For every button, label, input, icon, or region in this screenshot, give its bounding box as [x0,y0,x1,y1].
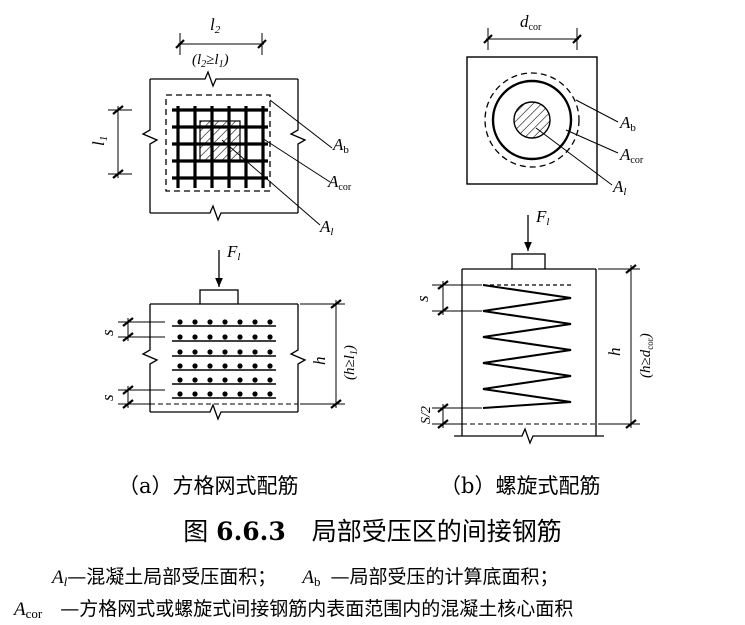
grid-bar-dot [252,391,258,397]
figure-caption: 图 6.6.3 局部受压区的间接钢筋 [0,512,745,548]
grid-bar-dot [267,377,273,383]
grid-bar-dot [222,363,228,369]
label-s-b: s [413,295,432,302]
loaded-area [199,120,241,162]
label-h-cond-b: (h≥dcor) [638,333,655,378]
grid-bar-dot [177,349,183,355]
caption-prefix: 图 [183,517,217,546]
label-Al-a: Al [319,217,333,238]
grid-bar-dot [177,391,183,397]
grid-bar-dot [207,363,213,369]
grid-bar-dot [237,391,243,397]
grid-bar-sections [172,319,276,399]
subcaption-b: （b）螺旋式配筋 [440,474,601,498]
grid-bar-dot [177,377,183,383]
grid-bar-dot [222,319,228,325]
grid-bar-dot [177,363,183,369]
legend-sym-Acor: A [14,599,26,620]
grid-bar-dot [222,377,228,383]
grid-bar-dot [192,349,198,355]
leaders-a [221,99,333,226]
spiral-back-segments [482,284,572,390]
grid-bar-dot [177,319,183,325]
label-dcor: dcor [520,12,542,33]
label-F-b: Fl [535,207,549,228]
grid-bar-dot [237,334,243,340]
label-Ab-a: Ab [332,135,349,156]
label-h-cond-a: (h≥l1) [342,345,360,380]
grid-bar-dot [267,319,273,325]
legend-desc-Al: —混凝土局部受压面积； [67,566,277,588]
grid-bar-dot [207,349,213,355]
label-l2-condition: (l2≥l1) [192,52,229,70]
caption-number: 6.6.3 [216,517,286,546]
label-Acor-a: Acor [327,172,352,193]
label-Acor-b: Acor [619,145,644,166]
grid-bar-dot [267,349,273,355]
grid-bar-dot [207,391,213,397]
grid-bar-dot [237,377,243,383]
spiral-plan-view [466,28,619,186]
grid-bar-dot [192,391,198,397]
label-s-half: S/2 [419,406,434,424]
grid-elevation-view [118,250,345,421]
label-h-b: h [605,348,624,357]
grid-bar-dot [267,391,273,397]
grid-bar-dot [222,349,228,355]
grid-bar-dot [207,334,213,340]
label-h-a: h [310,357,329,366]
grid-bar-dot [222,391,228,397]
label-l2: l2 [210,15,221,36]
grid-bar-dot [192,319,198,325]
legend-line-1: Al—混凝土局部受压面积； Ab—局部受压的计算底面积； [52,566,559,589]
caption-title: 局部受压区的间接钢筋 [311,517,562,546]
grid-bar-dot [252,363,258,369]
grid-bar-dot [237,363,243,369]
reinforcement-diagram: l2 (l2≥l1) l1 Ab Acor Al Fl s s h (h≥l1)… [89,12,655,445]
legend-desc-Acor: —方格网式或螺旋式间接钢筋内表面范围内的混凝土核心面积 [60,598,574,620]
grid-bar-dot [237,349,243,355]
grid-bar-dot [222,334,228,340]
subcaption-a: （a）方格网式配筋 [118,474,299,498]
grid-bar-dot [267,363,273,369]
label-F-a: Fl [226,242,240,263]
label-s-a-bottom: s [98,394,117,401]
grid-bar-dot [252,349,258,355]
grid-bar-dot [192,334,198,340]
label-s-a-top: s [98,329,117,336]
grid-bar-dot [192,377,198,383]
grid-bar-dot [252,319,258,325]
grid-bar-dot [207,319,213,325]
grid-bar-dot [192,363,198,369]
spiral-reinforcement [482,284,572,409]
grid-bar-dot [177,334,183,340]
grid-bar-dot [252,377,258,383]
label-l1: l1 [89,136,110,146]
legend-sym-Al: A [52,567,64,588]
label-Ab-b: Ab [619,113,636,134]
legend-line-2: Acor—方格网式或螺旋式间接钢筋内表面范围内的混凝土核心面积 [14,598,574,621]
grid-bar-dot [237,319,243,325]
legend-desc-Ab: —局部受压的计算底面积； [330,566,559,588]
spiral-elevation-view [432,215,640,445]
legend-sym-Ab: A [302,567,314,588]
grid-bar-dot [252,334,258,340]
grid-bar-dot [207,377,213,383]
label-Al-b: Al [612,177,626,198]
grid-bar-dot [267,334,273,340]
